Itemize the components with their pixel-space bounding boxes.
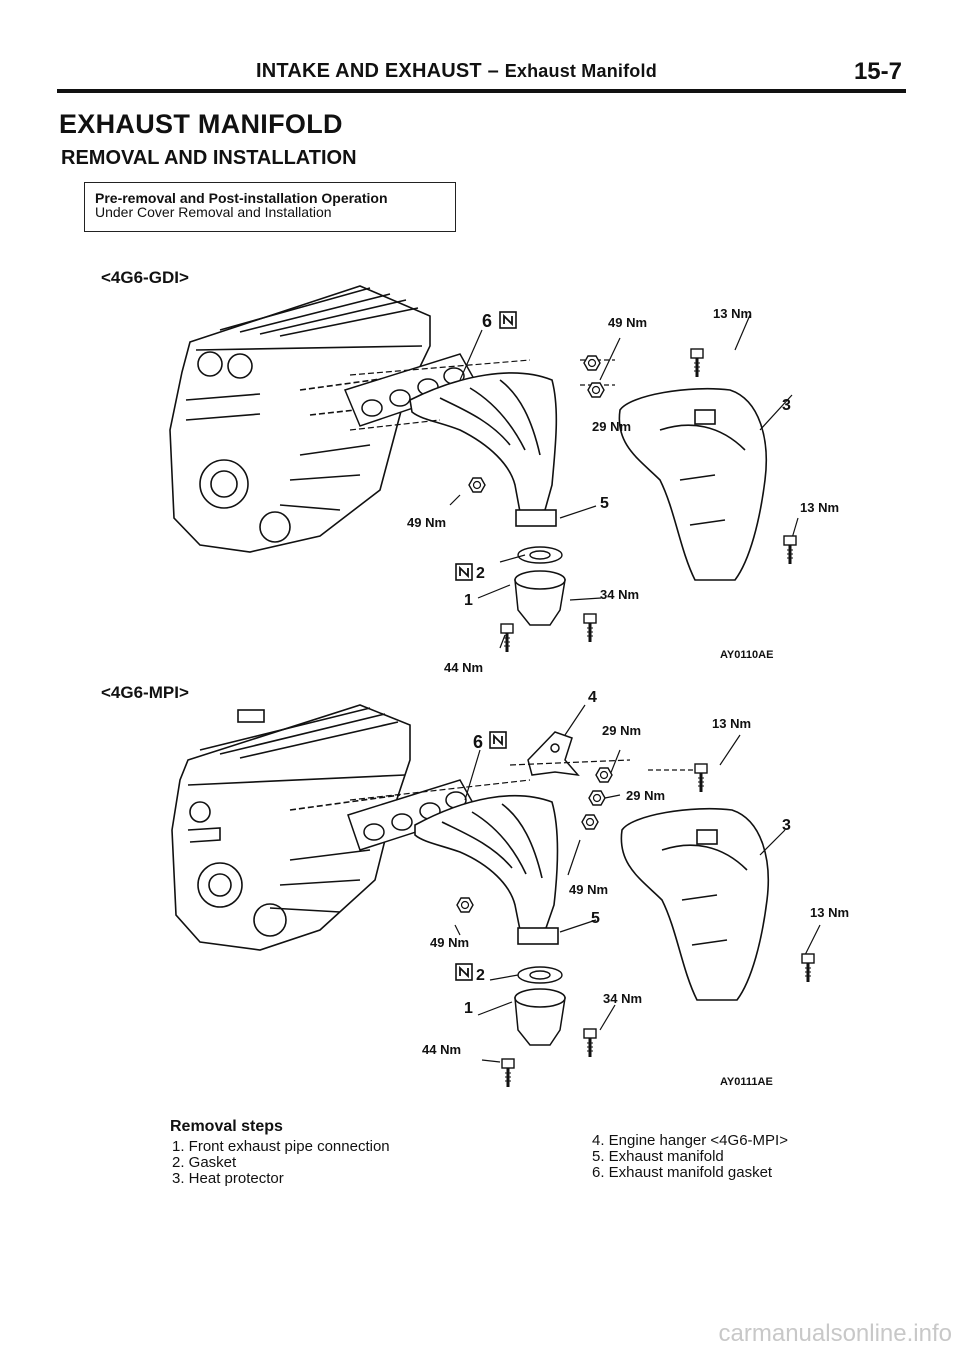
removal-steps-title: Removal steps [170, 1118, 283, 1135]
nut-icon [581, 814, 599, 830]
heat-protector-gdi [618, 387, 768, 581]
removal-steps-left: 1. Front exhaust pipe connection 2. Gask… [172, 1139, 390, 1187]
removal-steps-right: 4. Engine hanger <4G6-MPI> 5. Exhaust ma… [592, 1133, 788, 1181]
operation-box: Pre-removal and Post-installation Operat… [84, 182, 456, 232]
callout-gdi-6: 6 [482, 311, 492, 331]
header-subsection: Exhaust Manifold [504, 61, 657, 81]
torque-mpi-49b: 49 Nm [430, 935, 469, 950]
diagram-mpi: 4 6 29 Nm 13 Nm 29 Nm 3 49 Nm 5 13 Nm 49… [160, 680, 880, 1095]
callout-mpi-3: 3 [782, 817, 791, 834]
engine-block-mpi [171, 704, 411, 951]
torque-gdi-34: 34 Nm [600, 587, 639, 602]
nut-icon [587, 382, 605, 398]
bolt-icon [582, 612, 598, 644]
watermark[interactable]: carmanualsonline.info [718, 1320, 952, 1347]
nut-icon [456, 897, 474, 913]
new-part-icon [499, 311, 517, 329]
manifold-gasket-mpi [347, 779, 480, 851]
torque-gdi-44: 44 Nm [444, 660, 483, 675]
engine-block-gdi [169, 285, 431, 553]
torque-mpi-29b: 29 Nm [626, 788, 665, 803]
variant-label-mpi: <4G6-MPI> [101, 683, 189, 702]
nut-icon [583, 355, 601, 371]
figure-id-mpi: AY0111AE [720, 1076, 773, 1088]
callout-mpi-5: 5 [591, 910, 600, 927]
header-title: INTAKE AND EXHAUST – Exhaust Manifold [256, 60, 657, 83]
header-rule [57, 89, 906, 93]
header-section: INTAKE AND EXHAUST [256, 60, 482, 82]
variant-label-gdi: <4G6-GDI> [101, 268, 189, 287]
engine-hanger-mpi [527, 731, 580, 776]
new-part-icon [455, 563, 473, 581]
torque-mpi-44: 44 Nm [422, 1042, 461, 1057]
callout-gdi-1: 1 [464, 592, 473, 609]
torque-mpi-13a: 13 Nm [712, 716, 751, 731]
callout-mpi-1: 1 [464, 1000, 473, 1017]
torque-gdi-49a: 49 Nm [608, 315, 647, 330]
page-subtitle: REMOVAL AND INSTALLATION [61, 147, 357, 169]
removal-step: 2. Gasket [172, 1154, 237, 1171]
callout-gdi-5: 5 [600, 495, 609, 512]
callout-mpi-2: 2 [476, 967, 485, 984]
bolt-icon [800, 952, 816, 984]
removal-step: 5. Exhaust manifold [592, 1148, 724, 1165]
removal-step: 1. Front exhaust pipe connection [172, 1138, 390, 1155]
bolt-icon [782, 534, 798, 566]
callout-mpi-4: 4 [588, 689, 597, 706]
removal-step: 6. Exhaust manifold gasket [592, 1164, 773, 1181]
torque-gdi-49b: 49 Nm [407, 515, 446, 530]
page-header: INTAKE AND EXHAUST – Exhaust Manifold 15… [0, 58, 960, 88]
torque-mpi-29a: 29 Nm [602, 723, 641, 738]
nut-icon [588, 790, 606, 806]
bolt-icon [499, 622, 515, 654]
figure-id-gdi: AY0110AE [720, 649, 773, 661]
heat-protector-mpi [620, 807, 770, 1001]
torque-mpi-34: 34 Nm [603, 991, 642, 1006]
diagram-mpi-svg: 4 6 29 Nm 13 Nm 29 Nm 3 49 Nm 5 13 Nm 49… [171, 689, 849, 1089]
front-exhaust-pipe-gdi [514, 570, 566, 626]
header-dash: – [487, 60, 499, 82]
nut-icon [595, 767, 613, 783]
bolt-icon [582, 1027, 598, 1059]
bolt-icon [693, 762, 709, 794]
operation-item: Under Cover Removal and Installation [95, 204, 332, 220]
torque-mpi-13b: 13 Nm [810, 905, 849, 920]
bolt-icon [500, 1057, 516, 1089]
callout-gdi-2: 2 [476, 565, 485, 582]
torque-gdi-13a: 13 Nm [713, 306, 752, 321]
diagram-gdi-svg: 6 49 Nm 13 Nm 3 29 Nm 5 13 Nm 49 Nm 2 1 … [169, 285, 839, 675]
diagram-gdi: 6 49 Nm 13 Nm 3 29 Nm 5 13 Nm 49 Nm 2 1 … [160, 280, 880, 675]
page-title: EXHAUST MANIFOLD [59, 109, 343, 139]
callout-gdi-3: 3 [782, 397, 791, 414]
callout-mpi-6: 6 [473, 732, 483, 752]
torque-mpi-49a: 49 Nm [569, 882, 608, 897]
torque-gdi-13b: 13 Nm [800, 500, 839, 515]
gasket-mpi [517, 966, 563, 984]
page-number: 15-7 [853, 58, 902, 85]
new-part-icon [489, 731, 507, 749]
new-part-icon [455, 963, 473, 981]
removal-step: 3. Heat protector [172, 1170, 284, 1187]
removal-step: 4. Engine hanger <4G6-MPI> [592, 1132, 788, 1149]
gasket-gdi [517, 546, 563, 564]
exhaust-manifold-mpi [414, 794, 559, 945]
operation-title: Pre-removal and Post-installation Operat… [95, 190, 388, 206]
front-exhaust-pipe-mpi [514, 988, 566, 1046]
torque-gdi-29: 29 Nm [592, 419, 631, 434]
leader-lines-gdi [349, 314, 799, 649]
exhaust-manifold-gdi [409, 372, 558, 527]
leader-lines-mpi [349, 704, 821, 1063]
nut-icon [468, 477, 486, 493]
bolt-icon [689, 347, 705, 379]
